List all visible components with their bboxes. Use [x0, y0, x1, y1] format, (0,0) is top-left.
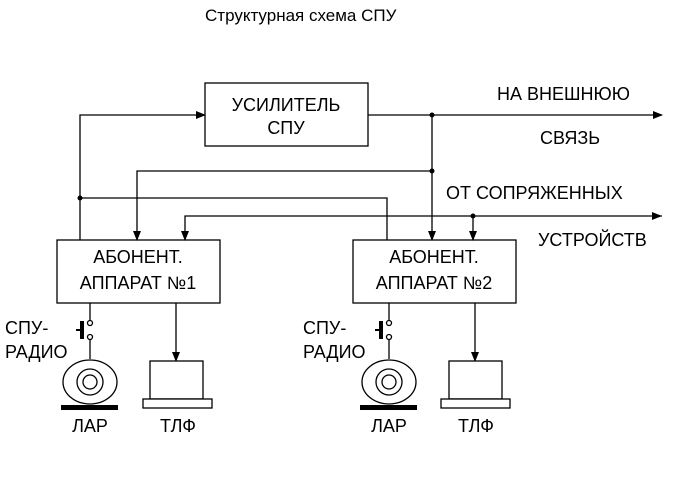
phone-2-label: ТЛФ: [458, 416, 494, 436]
switch-2-label-line2: РАДИО: [303, 342, 366, 362]
coupled-devices-label-line1: ОТ СОПРЯЖЕННЫХ: [446, 183, 623, 203]
amplifier-box: [204, 82, 369, 147]
coupled-devices-label-line2: УСТРОЙСТВ: [538, 229, 647, 250]
subscriber-unit-1-label-line2: АППАРАТ №1: [80, 273, 196, 293]
phone-2-icon: [440, 360, 511, 409]
box1-to-amplifier-line: [79, 111, 206, 240]
switch-1-contact-bottom: [86, 333, 94, 341]
amplifier-label-line1: УСИЛИТЕЛЬ: [232, 95, 341, 115]
coupled-to-box1-line: [181, 215, 473, 241]
box2-to-feed-line: [80, 197, 388, 240]
external-link-label-line1: НА ВНЕШНЮЮ: [497, 84, 630, 104]
subscriber-unit-2-label-line2: АППАРАТ №2: [376, 273, 492, 293]
subscriber-unit-1-box: [56, 239, 221, 304]
headset-2-label: ЛАР: [371, 416, 407, 436]
switch-2-contact-bottom: [385, 333, 393, 341]
external-link-label-line2: СВЯЗЬ: [540, 128, 600, 148]
coupled-input-arrow: [652, 212, 662, 220]
switch-1-contact-top: [86, 319, 94, 327]
headset-1-label: ЛАР: [72, 416, 108, 436]
subscriber-unit-2-label-line1: АБОНЕНТ.: [389, 247, 479, 267]
switch-2-contact-top: [385, 319, 393, 327]
amplifier-to-box1-line: [133, 170, 432, 241]
junction-dot: [77, 195, 83, 201]
subscriber-unit-1-label-line1: АБОНЕНТ.: [93, 247, 183, 267]
phone-1-label: ТЛФ: [160, 416, 196, 436]
amplifier-label-line2: СПУ: [267, 118, 305, 138]
switch-1-label-line1: СПУ-: [5, 318, 48, 338]
diagram-title: Структурная схема СПУ: [205, 6, 397, 25]
switch-1-label-line2: РАДИО: [5, 342, 68, 362]
phone-1-icon: [142, 360, 213, 409]
headset-2-icon: [360, 359, 417, 410]
switch-2-label-line1: СПУ-: [303, 318, 346, 338]
headset-1-icon: [61, 359, 118, 410]
